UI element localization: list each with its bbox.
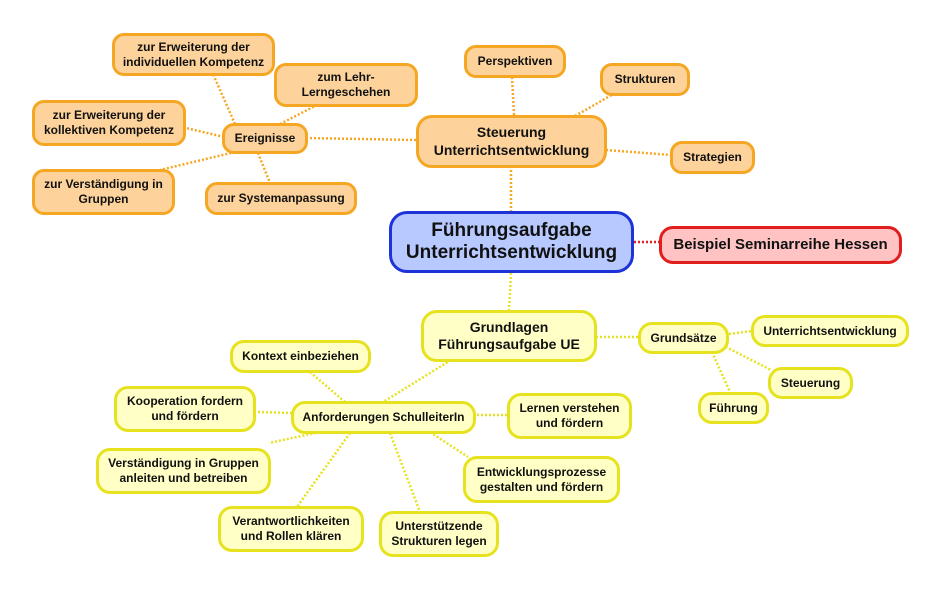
fuehrung-label: Führung (709, 400, 758, 415)
link-steuerung-perspektiven (510, 77, 516, 116)
entwicklungsprozesse-label: Entwicklungsprozesse gestalten und förde… (476, 464, 607, 494)
link-steuerung-ereignisse (305, 136, 417, 142)
systemanpassung-label: zur Systemanpassung (217, 191, 345, 205)
strategien-label: Strategien (683, 150, 742, 164)
example-label: Beispiel Seminarreihe Hessen (673, 235, 888, 253)
link-ereignisse-systemanpassung (256, 152, 272, 184)
kooperation-node[interactable]: Kooperation fordern und fördern (114, 386, 256, 432)
verantwortlichkeiten-label: Verantwortlichkeiten und Rollen klären (232, 514, 350, 543)
verstaendigung-anleiten-node[interactable]: Verständigung in Gruppen anleiten und be… (96, 448, 271, 494)
link-anf-entwicklungsprozesse (429, 430, 469, 459)
ereignisse-node[interactable]: Ereignisse (222, 123, 308, 154)
link-anf-kontext (309, 371, 346, 403)
link-grundsaetze-steuerung (721, 343, 772, 372)
unterrichtsentwicklung-label: Unterrichtsentwicklung (763, 323, 897, 338)
link-anf-verantwortlichkeiten (295, 432, 352, 508)
grundlagen-label: Grundlagen Führungsaufgabe UE (438, 318, 580, 353)
link-ereignisse-kollektiv (185, 126, 225, 139)
individuelle-kompetenz-node[interactable]: zur Erweiterung der individuellen Kompet… (112, 33, 275, 76)
link-anf-kooperation (255, 410, 293, 415)
link-grundsaetze-ue (728, 329, 753, 336)
verantwortlichkeiten-node[interactable]: Verantwortlichkeiten und Rollen klären (218, 506, 364, 552)
ereignisse-label: Ereignisse (234, 131, 296, 145)
link-grundlagen-anforderungen (379, 358, 452, 406)
verstaendigung-gruppen-label: zur Verständigung in Gruppen (44, 177, 163, 206)
lernen-node[interactable]: Lernen verstehen und fördern (507, 393, 632, 439)
unterstuetzende-strukturen-node[interactable]: Unterstützende Strukturen legen (379, 511, 499, 557)
kontext-label: Kontext einbeziehen (242, 349, 359, 363)
steuerung-grundsatz-label: Steuerung (780, 375, 841, 390)
central-topic-label: Führungsaufgabe Unterrichtsentwicklung (405, 220, 618, 263)
kooperation-label: Kooperation fordern und fördern (127, 394, 243, 423)
perspektiven-label: Perspektiven (477, 54, 553, 68)
fuehrung-node[interactable]: Führung (698, 392, 769, 424)
grundlagen-node[interactable]: Grundlagen Führungsaufgabe UE (421, 310, 597, 362)
perspektiven-node[interactable]: Perspektiven (464, 45, 566, 78)
kollektive-kompetenz-node[interactable]: zur Erweiterung der kollektiven Kompeten… (32, 100, 186, 146)
strategien-node[interactable]: Strategien (670, 141, 755, 174)
strukturen-node[interactable]: Strukturen (600, 63, 690, 96)
kollektive-kompetenz-label: zur Erweiterung der kollektiven Kompeten… (43, 108, 175, 137)
individuelle-kompetenz-label: zur Erweiterung der individuellen Kompet… (122, 39, 265, 69)
anforderungen-node[interactable]: Anforderungen SchulleiterIn (291, 401, 476, 434)
systemanpassung-node[interactable]: zur Systemanpassung (205, 182, 357, 215)
link-ereignisse-lehr-lern (279, 104, 316, 126)
link-steuerung-strategien (605, 148, 672, 157)
lehr-lern-label: zum Lehr-Lerngeschehen (301, 70, 391, 99)
grundsaetze-label: Grundsätze (650, 330, 717, 345)
lernen-label: Lernen verstehen und fördern (519, 401, 620, 430)
strukturen-label: Strukturen (614, 72, 676, 86)
entwicklungsprozesse-node[interactable]: Entwicklungsprozesse gestalten und förde… (463, 456, 620, 503)
kontext-node[interactable]: Kontext einbeziehen (230, 340, 371, 373)
steuerung-label: Steuerung Unterrichtsentwicklung (433, 124, 590, 158)
link-ereignisse-verstaendigung (159, 150, 236, 172)
grundsaetze-node[interactable]: Grundsätze (638, 322, 729, 354)
verstaendigung-gruppen-node[interactable]: zur Verständigung in Gruppen (32, 169, 175, 215)
example-node[interactable]: Beispiel Seminarreihe Hessen (659, 226, 902, 264)
unterstuetzende-strukturen-label: Unterstützende Strukturen legen (391, 519, 487, 548)
lehr-lern-node[interactable]: zum Lehr-Lerngeschehen (274, 63, 418, 107)
steuerung-node[interactable]: Steuerung Unterrichtsentwicklung (416, 115, 607, 168)
link-center-grundlagen (507, 272, 513, 311)
link-grundsaetze-fuehrung (710, 351, 732, 393)
central-topic-node[interactable]: Führungsaufgabe Unterrichtsentwicklung (389, 211, 634, 273)
verstaendigung-anleiten-label: Verständigung in Gruppen anleiten und be… (108, 456, 259, 485)
link-steuerung-strukturen (574, 91, 616, 118)
link-anf-unterstuetzende (388, 432, 422, 513)
link-ereignisse-individuell (211, 73, 237, 125)
unterrichtsentwicklung-node[interactable]: Unterrichtsentwicklung (751, 315, 909, 347)
anforderungen-label: Anforderungen SchulleiterIn (302, 410, 465, 424)
steuerung-grundsatz-node[interactable]: Steuerung (768, 367, 853, 399)
